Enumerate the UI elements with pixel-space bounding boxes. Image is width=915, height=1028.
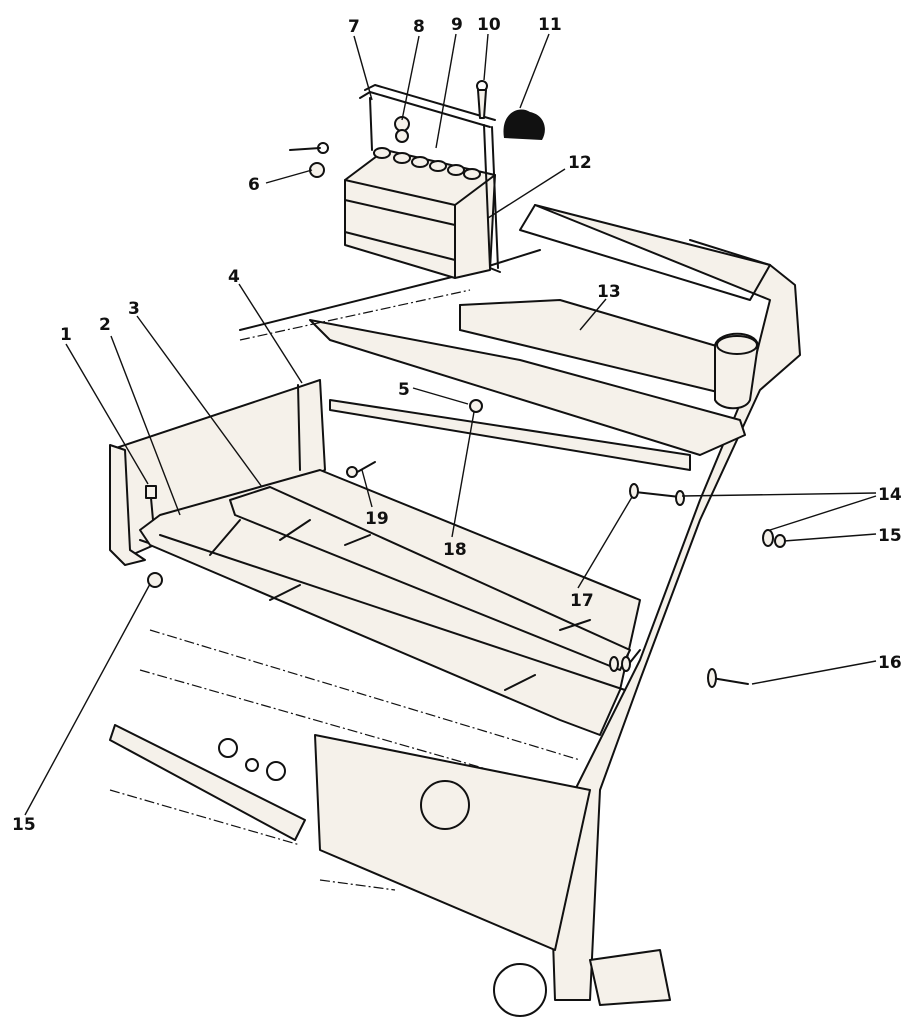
- hardware-bolts: [145, 399, 786, 688]
- callout-15-right: 15: [878, 526, 902, 546]
- callout-6: 6: [248, 175, 260, 195]
- terminal-parts: [289, 116, 410, 178]
- leader-lines: [24, 33, 877, 816]
- callout-4: 4: [228, 267, 240, 287]
- callout-19: 19: [365, 509, 389, 529]
- callout-7: 7: [348, 17, 360, 37]
- callout-13: 13: [597, 282, 621, 302]
- callout-3: 3: [128, 299, 140, 319]
- callout-10: 10: [477, 15, 501, 35]
- battery: [344, 147, 496, 279]
- callout-12: 12: [568, 153, 592, 173]
- battery-caps: [373, 147, 481, 180]
- callout-11: 11: [538, 15, 562, 35]
- callout-17: 17: [570, 591, 594, 611]
- callout-18: 18: [443, 540, 467, 560]
- callout-1: 1: [60, 325, 72, 345]
- callout-14: 14: [878, 485, 902, 505]
- terminal-boot: [503, 109, 545, 140]
- callout-2: 2: [99, 315, 111, 335]
- callout-8: 8: [413, 17, 425, 37]
- callout-labels: 1 2 3 4 5 6 7 8 9 10 11 12 13 14 15 15 1…: [12, 15, 902, 835]
- callout-5: 5: [398, 380, 410, 400]
- callout-16: 16: [878, 653, 902, 673]
- battery-tray: [109, 444, 641, 736]
- callout-9: 9: [451, 15, 463, 35]
- callout-15-left: 15: [12, 815, 36, 835]
